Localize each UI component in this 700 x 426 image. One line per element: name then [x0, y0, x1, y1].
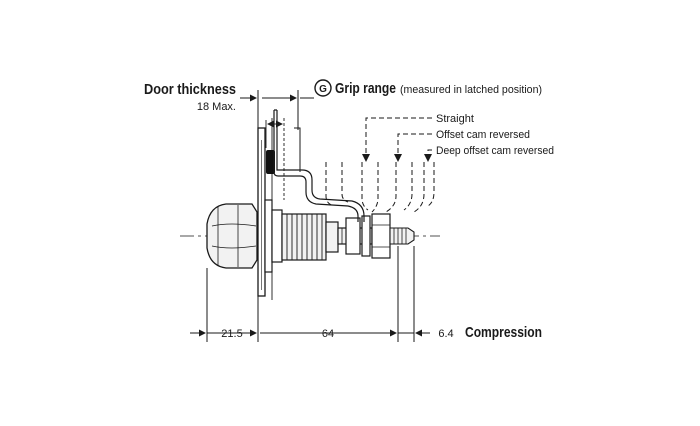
cam-arm-edge: [294, 127, 301, 172]
cam-leaders: [365, 117, 432, 158]
dim-left-label: 21.5: [221, 328, 242, 340]
alt-cam-deep-offset: [385, 162, 435, 213]
offset-cam-label: Offset cam reversed: [436, 129, 530, 141]
threaded-body: [281, 213, 339, 261]
deep-offset-label: Deep offset cam reversed: [436, 145, 554, 157]
threaded-tip: [389, 227, 415, 245]
dim-mid-label: 64: [322, 328, 334, 340]
straight-label: Straight: [436, 113, 474, 125]
grip-badge-letter: G: [319, 84, 327, 95]
panel-washers: [264, 199, 283, 273]
cam-nuts: [345, 213, 391, 259]
bottom-dimension: [190, 246, 430, 342]
leader-arrows: [362, 154, 432, 162]
grip-note-label: (measured in latched position): [400, 84, 542, 96]
door-thickness-label: Door thickness: [144, 81, 236, 98]
grip-range-label: Grip range: [335, 80, 396, 97]
seal: [266, 150, 275, 174]
grip-badge-icon: G: [314, 79, 332, 97]
latch-knob: [206, 203, 258, 269]
cam-arm: [273, 109, 365, 222]
top-dimension: [240, 90, 314, 130]
door-max-label: 18 Max.: [197, 101, 236, 113]
alt-cam-offset: [361, 162, 379, 213]
washer-dimension: [265, 118, 285, 200]
compression-label: Compression: [465, 324, 542, 341]
alt-cam-straight: [325, 162, 349, 207]
dim-right-label: 6.4: [438, 328, 453, 340]
